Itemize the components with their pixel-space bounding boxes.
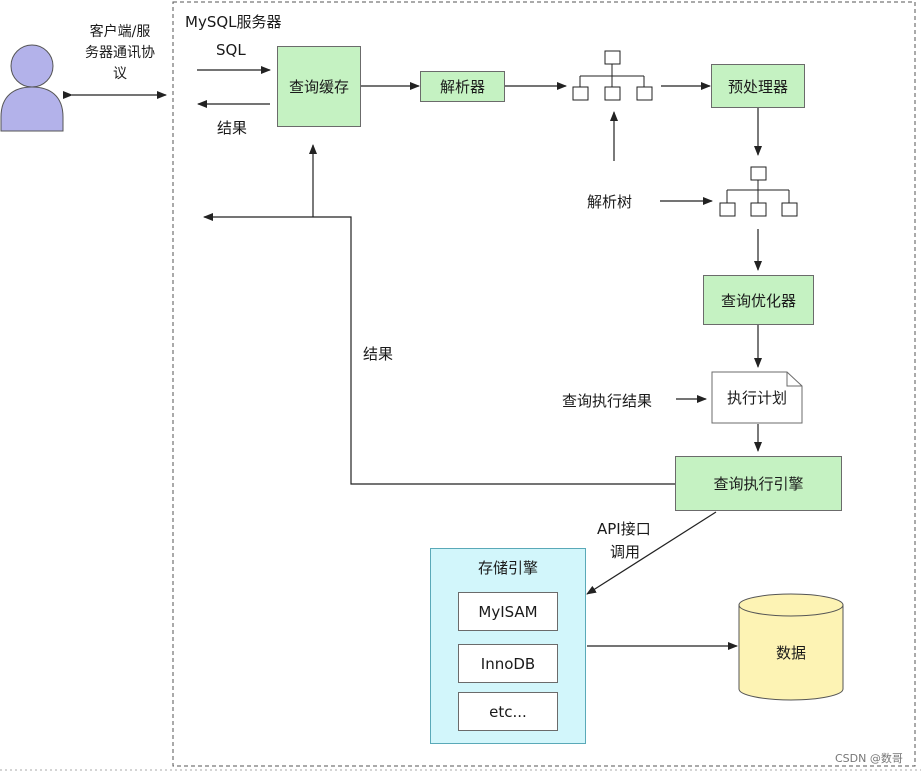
query-cache-node[interactable]: 查询缓存 xyxy=(277,46,361,127)
user-icon xyxy=(0,44,64,132)
sql-label: SQL xyxy=(216,41,246,59)
database-cylinder xyxy=(738,593,844,701)
parser-node[interactable]: 解析器 xyxy=(420,71,505,102)
storage-engine-myisam[interactable]: MyISAM xyxy=(458,592,558,631)
api-label-line2: 调用 xyxy=(610,543,641,561)
storage-engine-innodb[interactable]: InnoDB xyxy=(458,644,558,683)
preprocessor-node[interactable]: 预处理器 xyxy=(711,64,805,108)
result-label-side: 结果 xyxy=(363,345,394,363)
storage-engine-etc[interactable]: etc... xyxy=(458,692,558,731)
protocol-label-line2: 务器通讯协 xyxy=(85,45,155,61)
protocol-label: 客户端/服 务器通讯协 议 xyxy=(76,22,164,85)
exec-plan-shape xyxy=(711,371,803,424)
storage-engine-title: 存储引擎 xyxy=(477,559,538,577)
parse-tree-label: 解析树 xyxy=(587,193,633,211)
exec-result-label: 查询执行结果 xyxy=(562,392,653,410)
protocol-label-line3: 议 xyxy=(113,66,127,82)
watermark: CSDN @数哥 xyxy=(835,752,903,765)
engine-result-return-line xyxy=(203,213,675,485)
api-label-line1: API接口 xyxy=(597,520,651,538)
protocol-label-line1: 客户端/服 xyxy=(89,24,151,40)
parse-tree-icon-2 xyxy=(719,166,798,217)
data-store-label: 数据 xyxy=(775,643,806,662)
server-boundary xyxy=(172,1,916,767)
result-label-top: 结果 xyxy=(217,119,248,137)
api-call-arrow xyxy=(586,511,717,595)
storage-engine-container[interactable]: 存储引擎 MyISAM InnoDB etc... xyxy=(430,548,586,744)
server-title: MySQL服务器 xyxy=(185,13,282,31)
optimizer-node[interactable]: 查询优化器 xyxy=(703,275,814,325)
exec-engine-node[interactable]: 查询执行引擎 xyxy=(675,456,842,511)
exec-plan-node[interactable]: 执行计划 xyxy=(726,389,787,407)
parse-tree-icon-1 xyxy=(572,50,653,101)
